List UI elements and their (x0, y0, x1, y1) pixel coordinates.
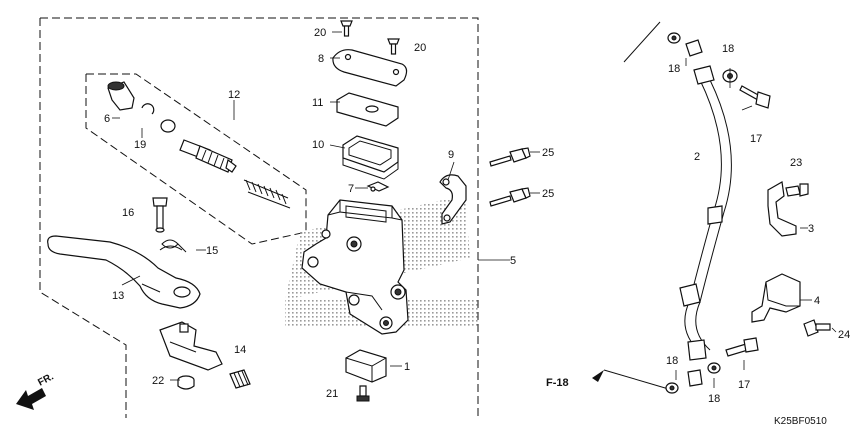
circlip-part-19 (141, 103, 155, 115)
front-direction-label: FR. (36, 371, 56, 388)
label-part-6: 6 (104, 113, 110, 125)
bolt-part-25-a (489, 147, 531, 167)
screw-part-21 (356, 385, 370, 402)
label-part-18-b: 18 (722, 43, 734, 55)
label-part-22: 22 (152, 375, 164, 387)
bracket-part-3 (767, 181, 797, 237)
part-labels: 20 20 8 11 10 7 9 25 25 5 1 21 12 6 19 1… (104, 27, 850, 405)
spring (243, 179, 291, 209)
label-part-21: 21 (326, 388, 338, 400)
brake-lever-part-13 (47, 235, 201, 309)
pivot-bolt-part-16 (152, 197, 168, 233)
holder-part-9 (439, 174, 467, 225)
reservoir-cover-part-8 (332, 49, 408, 87)
switch-part-1 (345, 349, 387, 383)
label-part-19: 19 (134, 139, 146, 151)
label-part-9: 9 (448, 149, 454, 161)
label-part-20-a: 20 (314, 27, 326, 39)
washer-part-18-a (667, 32, 681, 44)
label-part-5: 5 (510, 255, 516, 267)
label-part-7: 7 (348, 183, 354, 195)
reference-arrow (592, 370, 604, 382)
diaphragm-part-10 (342, 135, 399, 180)
diagram-code: K25BF0510 (774, 416, 827, 427)
boot-part-6 (107, 81, 135, 111)
oil-bolt-part-17-b (725, 337, 759, 357)
leader-lines (112, 31, 837, 388)
label-part-25-b: 25 (542, 188, 554, 200)
label-part-4: 4 (814, 295, 820, 307)
union-fitting-top (685, 39, 703, 57)
oil-bolt-part-17-a (739, 85, 771, 109)
label-part-24: 24 (838, 329, 850, 341)
label-part-18-d: 18 (708, 393, 720, 405)
label-part-3: 3 (808, 223, 814, 235)
bolt-part-24 (803, 319, 831, 337)
screw-part-20-b (387, 38, 400, 55)
washer-part-18-d (707, 362, 721, 374)
label-part-14: 14 (234, 344, 246, 356)
brake-hose-part-2 (603, 21, 732, 391)
reference-label: F-18 (546, 377, 569, 389)
label-part-23: 23 (790, 157, 802, 169)
screw-part-20-a (340, 20, 353, 37)
label-part-18-a: 18 (668, 63, 680, 75)
bolt-part-23 (785, 183, 809, 197)
label-part-13: 13 (112, 290, 124, 302)
label-part-20-b: 20 (414, 42, 426, 54)
piston-kit-part-12 (160, 119, 237, 173)
label-part-2: 2 (694, 151, 700, 163)
plate-part-11 (336, 92, 399, 127)
label-part-15: 15 (206, 245, 218, 257)
washer-part-18-c (665, 382, 679, 394)
bolt-part-25-b (489, 187, 531, 207)
label-part-16: 16 (122, 207, 134, 219)
label-part-8: 8 (318, 53, 324, 65)
label-part-17-b: 17 (738, 379, 750, 391)
label-part-18-c: 18 (666, 355, 678, 367)
label-part-10: 10 (312, 139, 324, 151)
holder-part-14 (159, 321, 251, 389)
label-part-17-a: 17 (750, 133, 762, 145)
front-direction-arrow (16, 388, 46, 410)
label-part-11: 11 (312, 97, 323, 109)
spring-part-15 (159, 239, 187, 253)
label-part-1: 1 (404, 361, 410, 373)
label-part-12: 12 (228, 89, 240, 101)
union-fitting-bottom (687, 369, 703, 387)
group-frame (39, 17, 479, 418)
clip-part-7 (366, 181, 390, 192)
rubber-part-22 (177, 375, 195, 390)
master-cylinder-part-5 (301, 199, 409, 335)
clamp-part-4 (751, 273, 801, 323)
label-part-25-a: 25 (542, 147, 554, 159)
